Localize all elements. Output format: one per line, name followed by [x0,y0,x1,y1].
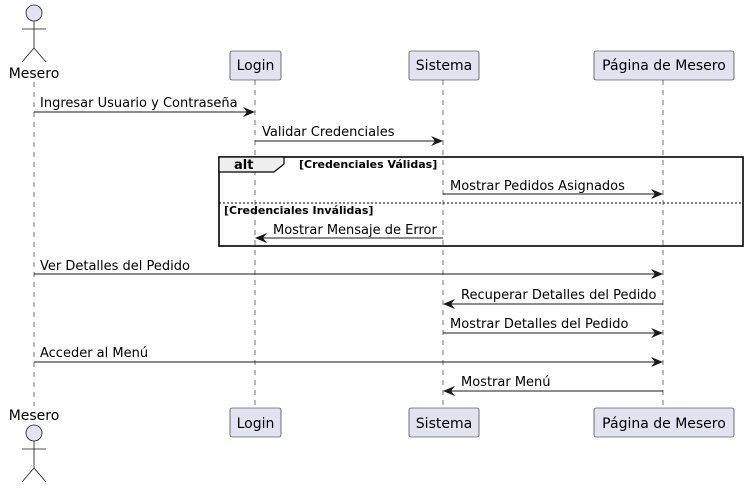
participant-box [408,50,480,81]
message-label: Ver Detalles del Pedido [40,259,190,274]
message-label: Validar Credenciales [262,125,395,140]
actor-mesero-bottom: Mesero [9,408,60,483]
message-label: Mostrar Menú [461,375,551,390]
actor-mesero-top: Mesero [9,4,60,82]
participant-label: Login [237,58,275,74]
message-7: Mostrar Detalles del Pedido [443,317,663,338]
message-6: Recuperar Detalles del Pedido [443,288,663,309]
participant-box [229,407,282,438]
participant-label: Sistema [416,416,472,432]
message-4: Mostrar Mensaje de Error [255,223,443,243]
participant-label: Sistema [416,58,472,74]
message-label: Mostrar Detalles del Pedido [450,317,629,332]
message-label: Ingresar Usuario y Contraseña [40,96,238,111]
participant-login-top: Login [229,50,282,81]
participant-label: Login [237,416,275,432]
message-label: Acceder al Menú [40,346,148,361]
actor-head-icon [25,4,43,22]
alt-fragment: alt [Credenciales Válidas] [Credenciales… [218,156,744,247]
fragment-guard-invalid: [Credenciales Inválidas] [224,204,373,217]
participant-pagina-top: Página de Mesero [593,50,735,81]
message-label: Mostrar Pedidos Asignados [450,179,625,194]
message-5: Ver Detalles del Pedido [34,259,663,279]
fragment-frame [218,156,744,247]
actor-body-icon [21,21,47,63]
message-9: Mostrar Menú [443,375,663,396]
participant-sistema-bottom: Sistema [408,407,480,438]
fragment-tab [218,156,285,173]
participant-box [408,407,480,438]
actor-body-icon [21,441,47,483]
participant-sistema-top: Sistema [408,50,480,81]
message-2: Validar Credenciales [255,125,443,146]
participant-box [593,407,735,438]
fragment-guard-valid: [Credenciales Válidas] [299,158,437,171]
fragment-operator: alt [234,158,253,173]
participant-label: Página de Mesero [602,416,726,432]
actor-label: Mesero [9,66,60,82]
participant-box [229,50,282,81]
participant-login-bottom: Login [229,407,282,438]
message-label: Mostrar Mensaje de Error [273,223,437,238]
actor-head-icon [25,424,43,442]
actor-label: Mesero [9,408,60,424]
participant-pagina-bottom: Página de Mesero [593,407,735,438]
message-8: Acceder al Menú [34,346,663,367]
participant-box [593,50,735,81]
message-1: Ingresar Usuario y Contraseña [34,96,255,117]
message-3: Mostrar Pedidos Asignados [443,179,663,199]
message-label: Recuperar Detalles del Pedido [461,288,657,303]
participant-label: Página de Mesero [602,58,726,74]
